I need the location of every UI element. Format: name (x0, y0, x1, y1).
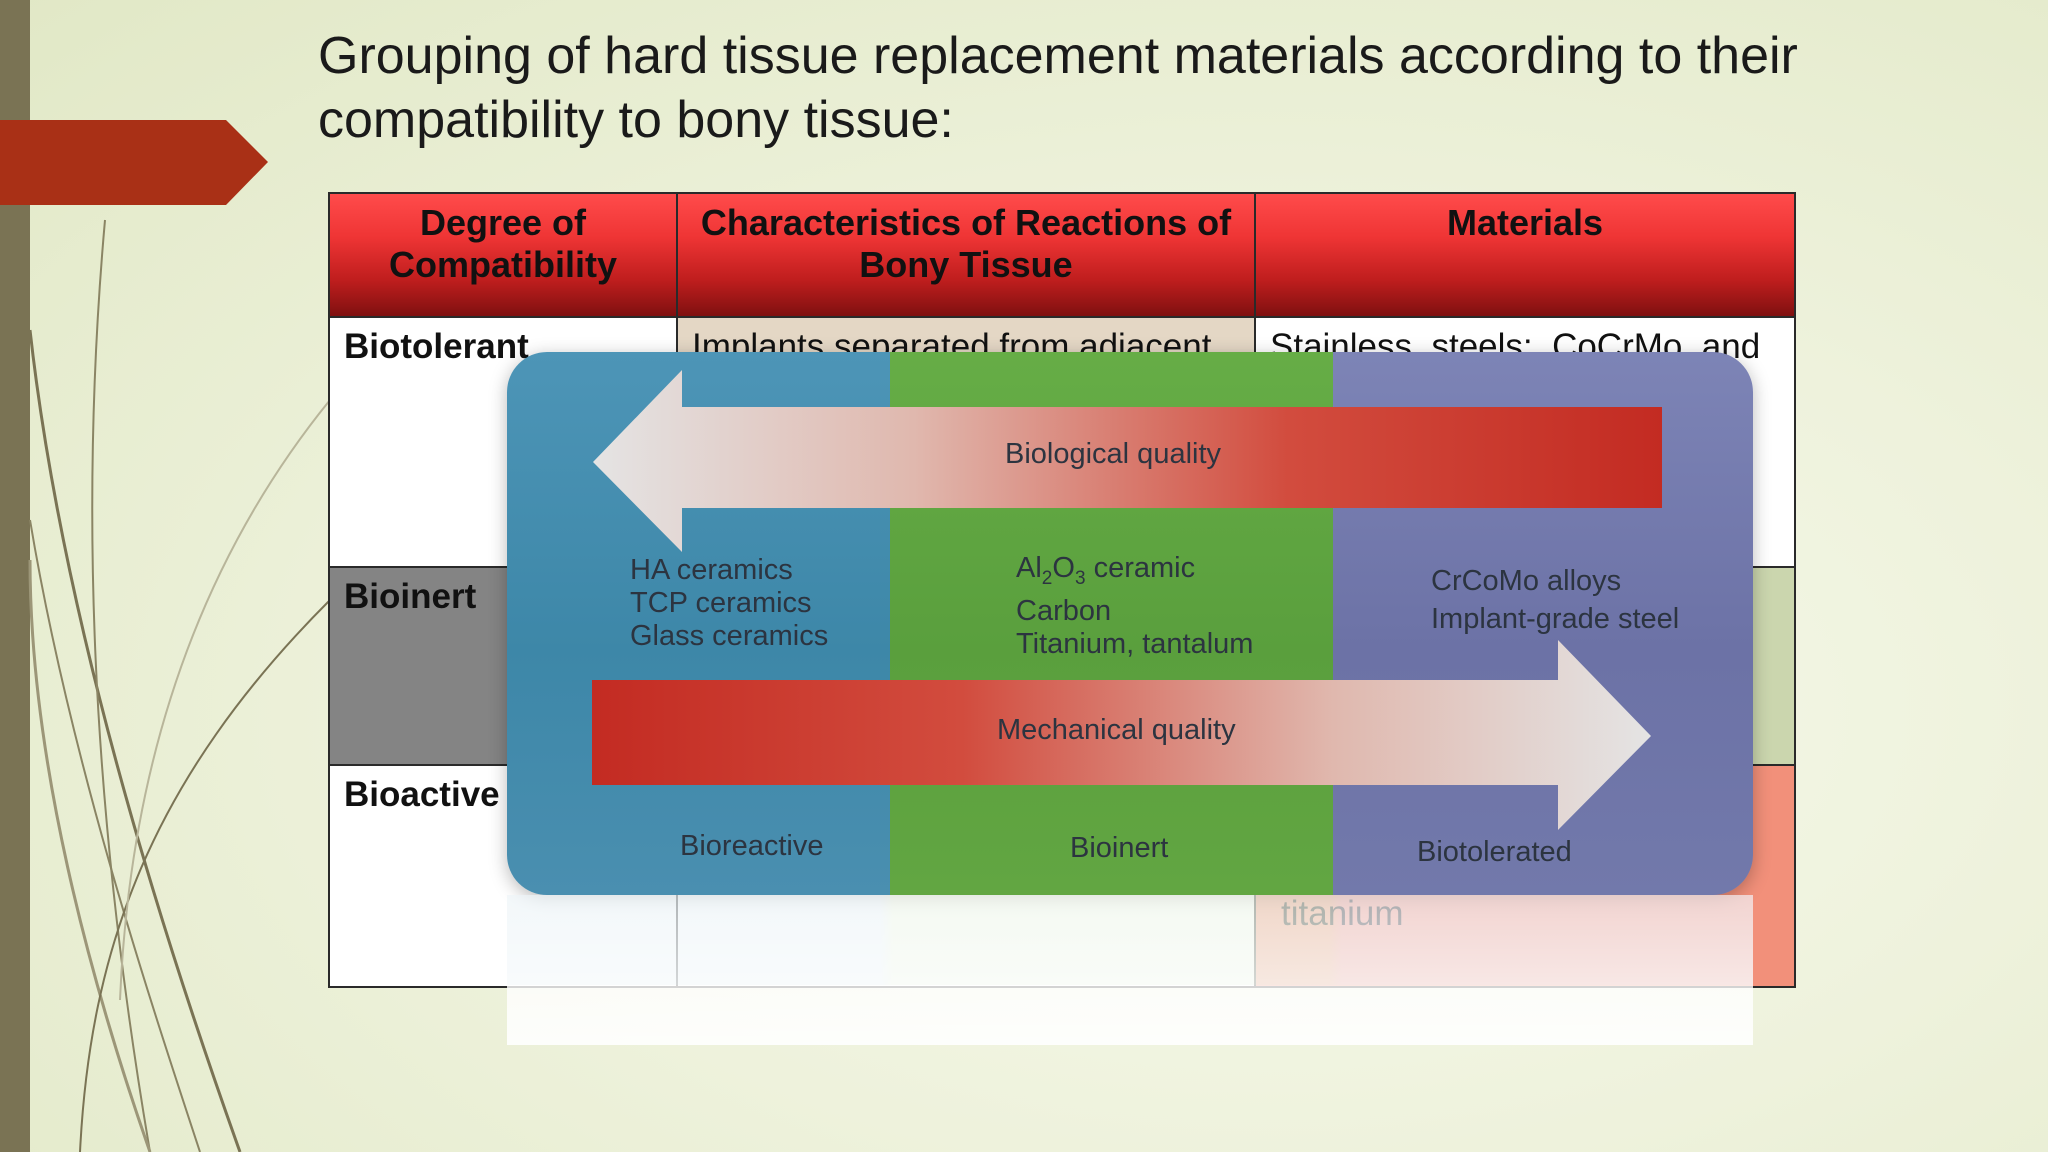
material-item: Titanium, tantalum (1016, 627, 1254, 660)
bioinert-materials: Al2O3 ceramic Carbon Titanium, tantalum (1016, 552, 1253, 661)
material-item-al2o3: Al2O3 ceramic (1016, 552, 1196, 589)
header-materials: Materials (1254, 192, 1796, 318)
bioinert-label: Bioinert (1070, 832, 1169, 864)
overlay-figure: Biological quality Mechanical quality HA… (507, 352, 1753, 895)
biotolerated-label: Biotolerated (1417, 836, 1572, 868)
mechanical-quality-arrow (592, 640, 1651, 830)
header-degree: Degree of Compatibility (328, 192, 678, 318)
figure-reflection (507, 895, 1753, 1045)
title-line-2: compatibility to bony tissue: (318, 91, 954, 149)
mechanical-quality-label: Mechanical quality (997, 714, 1236, 746)
slide-title: Grouping of hard tissue replacement mate… (318, 24, 1958, 152)
red-accent-tab (0, 120, 268, 205)
material-item: CrCoMo alloys (1431, 565, 1622, 597)
material-item: HA ceramics (630, 554, 793, 586)
material-item: Carbon (1016, 594, 1112, 627)
decorative-swooshes (28, 219, 331, 1152)
header-characteristics: Characteristics of Reactions of Bony Tis… (676, 192, 1256, 318)
bioreactive-label: Bioreactive (680, 830, 824, 862)
material-item: Implant-grade steel (1431, 603, 1680, 635)
biological-quality-label: Biological quality (1005, 438, 1222, 470)
biotolerated-materials: CrCoMo alloys Implant-grade steel (1431, 562, 1679, 638)
biological-quality-arrow (593, 370, 1662, 552)
material-item: Glass ceramics (630, 620, 829, 652)
material-item: TCP ceramics (630, 587, 812, 619)
title-line-1: Grouping of hard tissue replacement mate… (318, 27, 1798, 85)
quality-arrows (592, 370, 1662, 830)
bioreactive-materials: HA ceramics TCP ceramics Glass ceramics (630, 554, 828, 653)
